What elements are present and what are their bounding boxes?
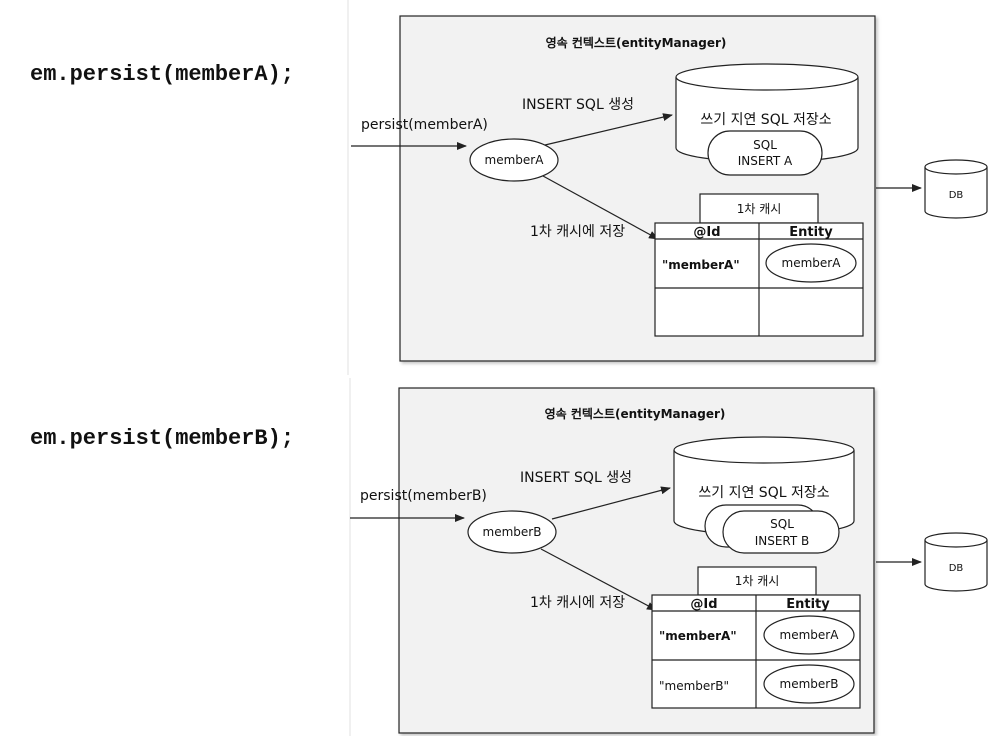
sql-box-line1: SQL	[770, 517, 794, 531]
cache-header-entity: Entity	[786, 597, 830, 612]
cache-row-entity: memberA	[782, 256, 842, 270]
cache-entity-ellipse	[763, 664, 855, 704]
cache-row-entity: memberB	[780, 677, 839, 691]
insert-sql-label: INSERT SQL 생성	[520, 470, 632, 486]
cache-row-id: "memberA"	[662, 258, 740, 272]
cache-title: 1차 캐시	[735, 574, 780, 588]
cache-save-arrow	[542, 175, 659, 240]
entity-node-ellipse	[469, 138, 559, 182]
persist-call-label: persist(memberA)	[361, 117, 488, 133]
cache-row-id: "memberB"	[659, 679, 729, 693]
cache-row-id: "memberA"	[659, 629, 737, 643]
cache-save-label: 1차 캐시에 저장	[530, 224, 625, 240]
sql-box-insert-b: SQL INSERT B	[722, 510, 840, 554]
code-line-b: em.persist(memberB);	[30, 426, 294, 451]
first-level-cache-table: 1차 캐시 @Id Entity "memberA" memberA	[654, 193, 864, 337]
context-title: 영속 컨텍스트(entityManager)	[546, 35, 727, 50]
cache-save-label: 1차 캐시에 저장	[530, 595, 625, 611]
context-title: 영속 컨텍스트(entityManager)	[545, 406, 726, 421]
db-label-b: DB	[949, 563, 964, 574]
entity-node-label: memberA	[485, 153, 545, 167]
cache-header-id: @Id	[690, 597, 717, 612]
persistence-context-panel-a: 영속 컨텍스트(entityManager) persist(memberA) …	[351, 15, 876, 362]
db-cylinder-b	[924, 532, 988, 592]
sql-box-insert-a: SQL INSERT A	[707, 130, 823, 176]
insert-sql-label: INSERT SQL 생성	[522, 97, 634, 113]
cache-title: 1차 캐시	[737, 202, 782, 216]
first-level-cache-table: 1차 캐시 @Id Entity "memberA" memberA "memb…	[651, 566, 861, 709]
insert-sql-arrow	[544, 113, 673, 146]
persist-call-label: persist(memberB)	[360, 488, 487, 504]
sql-box-line2: INSERT B	[755, 534, 810, 548]
cache-entity-ellipse	[763, 615, 855, 655]
persistence-context-panel-b: 영속 컨텍스트(entityManager) persist(memberB) …	[350, 387, 875, 734]
db-cylinder-a	[924, 159, 988, 219]
cache-save-arrow	[540, 548, 657, 611]
insert-sql-arrow	[551, 486, 671, 520]
entity-node-ellipse	[467, 510, 557, 554]
code-line-a: em.persist(memberA);	[30, 62, 294, 87]
sql-box-line2: INSERT A	[738, 154, 793, 168]
sql-store-label: 쓰기 지연 SQL 저장소	[698, 485, 829, 501]
sql-box-line1: SQL	[753, 138, 777, 152]
sql-store-label: 쓰기 지연 SQL 저장소	[700, 112, 831, 128]
db-label-a: DB	[949, 190, 964, 201]
cache-title-box	[699, 193, 819, 224]
entity-node-label: memberB	[483, 525, 542, 539]
cache-row-entity: memberA	[780, 628, 840, 642]
cache-header-id: @Id	[693, 225, 720, 240]
cache-entity-ellipse	[765, 243, 857, 283]
cache-header-entity: Entity	[789, 225, 833, 240]
